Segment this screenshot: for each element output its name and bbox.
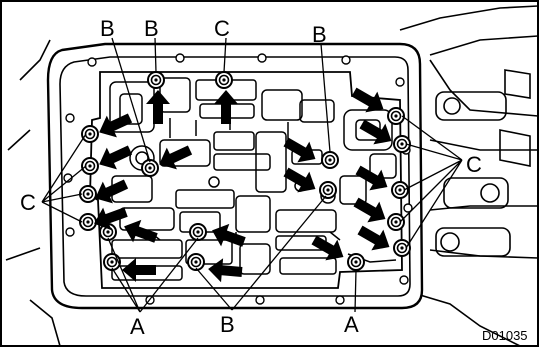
bolt-c-left-1 (81, 125, 99, 143)
callout-b-2: B (144, 16, 159, 41)
figure-code: D01035 (482, 328, 528, 343)
bolt-c-right-5 (393, 239, 411, 257)
bolt-b-4 (321, 151, 339, 169)
bolt-c-right-1 (387, 107, 405, 125)
callout-c-top: C (214, 16, 230, 41)
bolt-b-2 (141, 159, 159, 177)
bolt-b-3 (187, 253, 205, 271)
callout-b-1: B (100, 16, 115, 41)
bolt-a-4 (347, 253, 365, 271)
callout-a-1: A (130, 314, 145, 339)
bolt-c-right-3 (391, 181, 409, 199)
callout-b-3: B (312, 22, 327, 47)
callout-c-left: C (20, 190, 36, 215)
callout-c-right: C (466, 152, 482, 177)
bolt-a-3 (189, 223, 207, 241)
callout-a-2: A (344, 312, 359, 337)
bolt-c-left-2 (81, 157, 99, 175)
bolt-c-top (215, 71, 233, 89)
bolt-c-left-4 (79, 213, 97, 231)
bolt-a-2 (103, 253, 121, 271)
leader-lines (41, 37, 463, 313)
transmission-case (5, 5, 539, 347)
bolt-c-right-4 (387, 213, 405, 231)
bolt-c-left-3 (79, 185, 97, 203)
callout-b-4: B (220, 312, 235, 337)
bolt-b-1 (147, 71, 165, 89)
callout-labels: B B C B C C A B A (20, 16, 482, 339)
bolt-b-5 (319, 181, 337, 199)
